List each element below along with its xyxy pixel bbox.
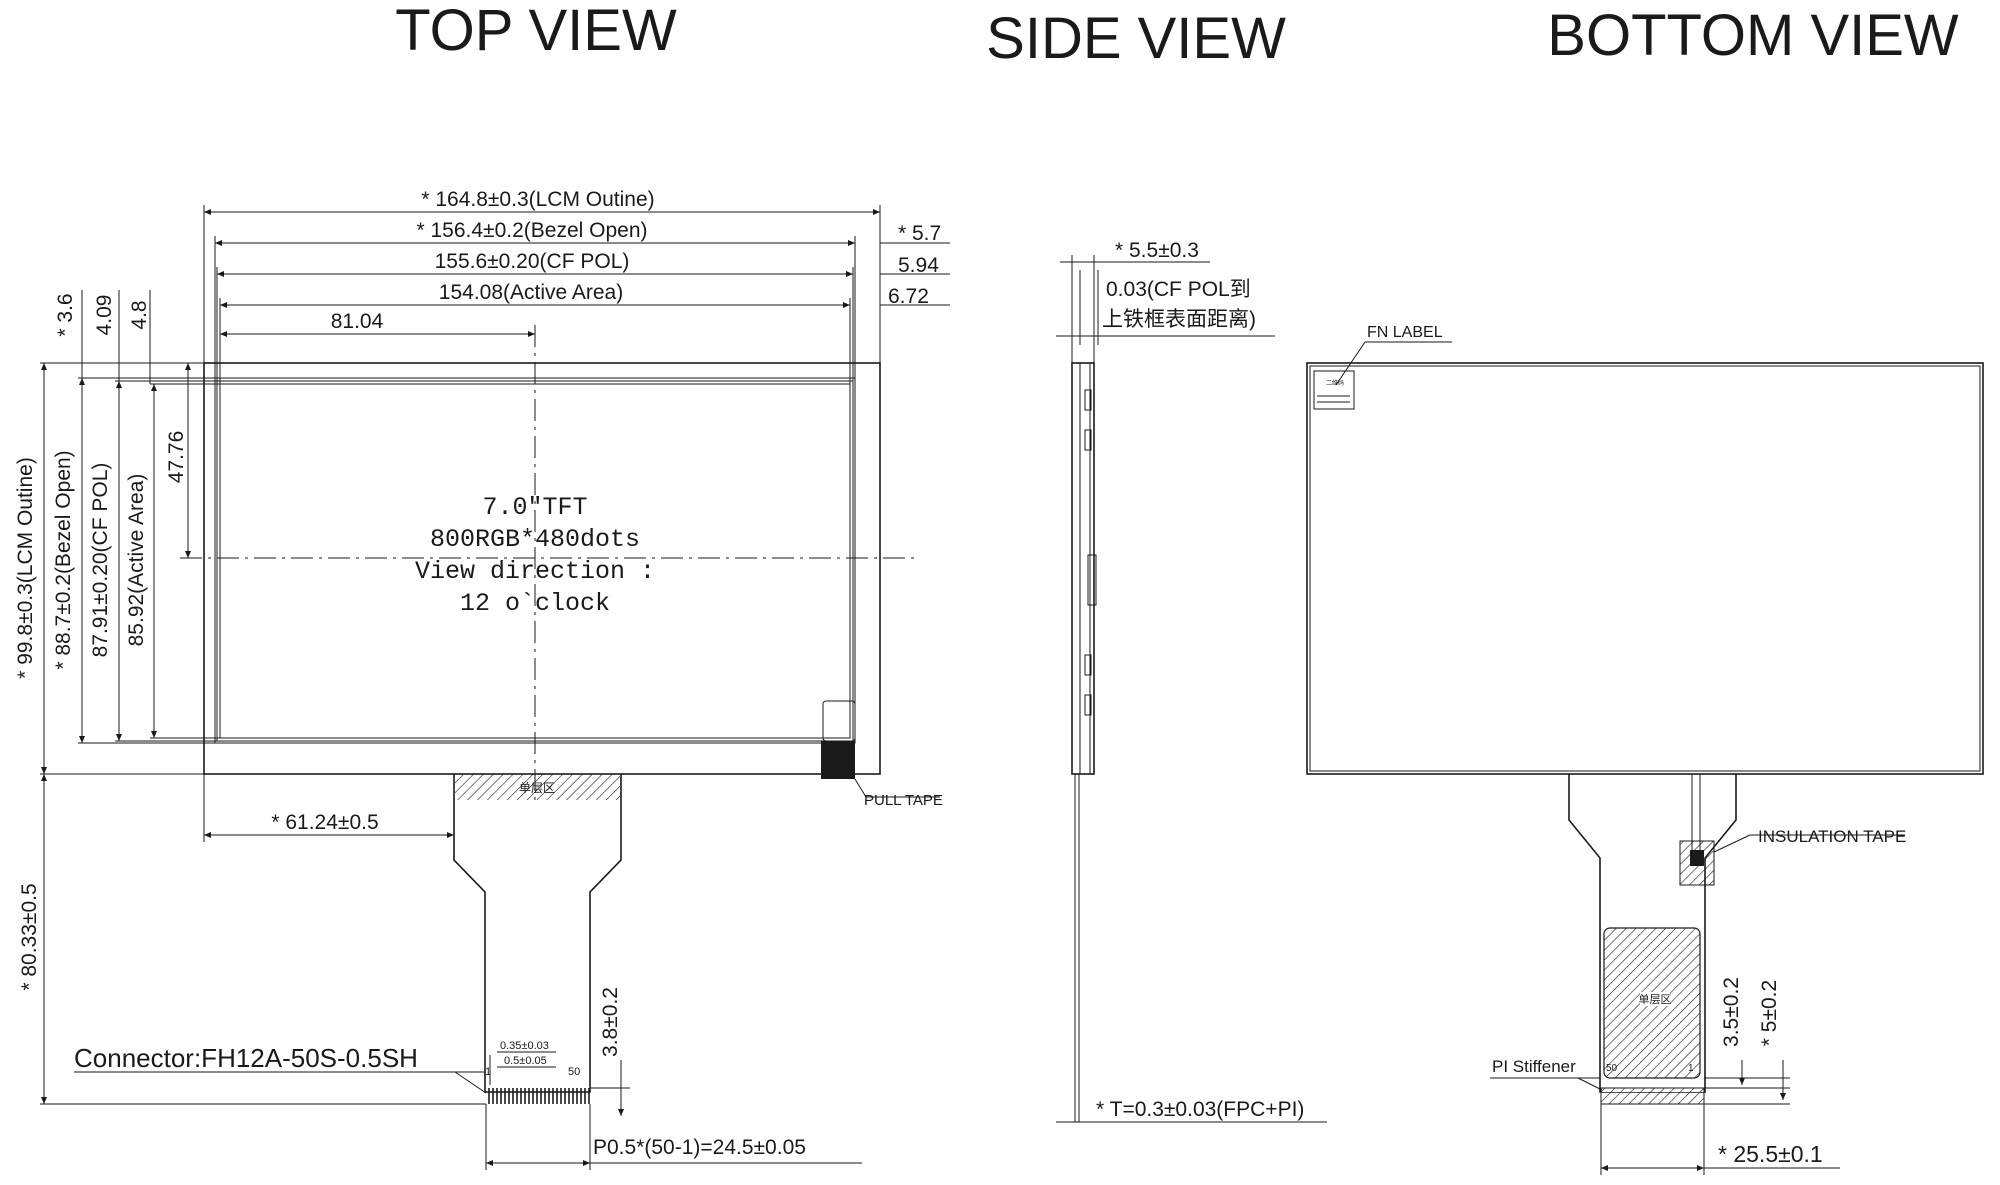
side-cf-pol-gap-2: 上铁框表面距离): [1102, 308, 1256, 331]
pull-tape-label: PULL TAPE: [864, 792, 943, 809]
fpc-single-layer-label: 单层区: [519, 781, 555, 795]
pin-1-label: 1: [485, 1066, 491, 1078]
back-connector-pins: [1600, 1087, 1705, 1105]
top-view: PULL TAPE 单层区 1 50 0.35±0.03 0.5±0.05 7.…: [14, 188, 950, 1170]
back-panel: [1306, 362, 1984, 775]
top-view-title: TOP VIEW: [395, 0, 677, 63]
resolution-text: 800RGB*480dots: [430, 525, 640, 554]
dim-top-4-09: 4.09: [93, 295, 116, 336]
side-view: * 5.5±0.3 0.03(CF POL到 上铁框表面距离) * T=0.3±…: [1056, 239, 1327, 1123]
dim-cf-pol-width: 155.6±0.20(CF POL): [435, 250, 630, 273]
dim-center-x: 81.04: [331, 310, 384, 333]
dim-pitch-total: P0.5*(50-1)=24.5±0.05: [593, 1136, 806, 1159]
dim-fpc-thickness: * T=0.3±0.03(FPC+PI): [1096, 1098, 1304, 1121]
dim-lcm-outline-width: * 164.8±0.3(LCM Outine): [421, 188, 654, 211]
dim-connector-3-8: 3.8±0.2: [599, 987, 622, 1057]
dim-bezel-open-height: * 88.7±0.2(Bezel Open): [52, 450, 75, 669]
dim-stiffener-5: * 5±0.2: [1758, 980, 1781, 1046]
dim-right-6-72: 6.72: [888, 285, 929, 308]
pitch-05-label: 0.5±0.05: [504, 1055, 547, 1067]
back-pin-1: 1: [1688, 1063, 1694, 1074]
clock-text: 12 o`clock: [460, 589, 610, 618]
fn-label-text: FN LABEL: [1367, 324, 1443, 341]
dim-right-5-94: 5.94: [898, 254, 939, 277]
pin-50-label: 50: [568, 1066, 580, 1078]
dim-cf-pol-height: 87.91±0.20(CF POL): [89, 463, 112, 658]
panel-size-text: 7.0"TFT: [482, 493, 587, 522]
bottom-view: 二维码 FN LABEL INSULATION TAPE 单层区 50 1 PI…: [1306, 324, 1984, 1175]
dim-right-5-7: * 5.7: [898, 222, 941, 245]
side-cf-pol-gap-1: 0.03(CF POL到: [1106, 278, 1251, 301]
side-body: [1071, 362, 1095, 775]
view-direction-text: View direction :: [415, 557, 655, 586]
dim-active-area-width: 154.08(Active Area): [439, 281, 623, 304]
bottom-view-title: BOTTOM VIEW: [1547, 3, 1959, 68]
dim-side-thickness: * 5.5±0.3: [1115, 239, 1199, 262]
dim-fpc-offset: * 61.24±0.5: [271, 811, 378, 834]
dim-lcm-outline-height: * 99.8±0.3(LCM Outine): [14, 457, 37, 679]
fn-label-box: [1313, 370, 1355, 410]
dim-active-area-height: 85.92(Active Area): [125, 474, 148, 647]
back-pin-50: 50: [1606, 1063, 1618, 1074]
dim-bezel-open-width: * 156.4±0.2(Bezel Open): [417, 219, 648, 242]
fn-label-code: 二维码: [1326, 379, 1344, 387]
connector-label: Connector:FH12A-50S-0.5SH: [74, 1043, 418, 1073]
pitch-035-label: 0.35±0.03: [500, 1040, 549, 1052]
dim-top-3-6: * 3.6: [54, 293, 77, 336]
connector-pins: [486, 1088, 590, 1104]
pull-tape: [821, 741, 855, 779]
dim-fpc-length: * 80.33±0.5: [18, 883, 41, 990]
fpc-single-layer-area: [455, 774, 620, 800]
dim-top-4-8: 4.8: [128, 300, 151, 329]
pi-stiffener-label: PI Stiffener: [1492, 1057, 1576, 1076]
dim-stiffener-width: * 25.5±0.1: [1718, 1141, 1823, 1167]
dim-stiffener-3-5: 3.5±0.2: [1720, 977, 1743, 1047]
insulation-tape-label: INSULATION TAPE: [1758, 827, 1906, 846]
dim-center-y: 47.76: [165, 431, 188, 484]
back-single-layer-label: 单层区: [1639, 993, 1672, 1006]
side-view-title: SIDE VIEW: [986, 6, 1286, 71]
